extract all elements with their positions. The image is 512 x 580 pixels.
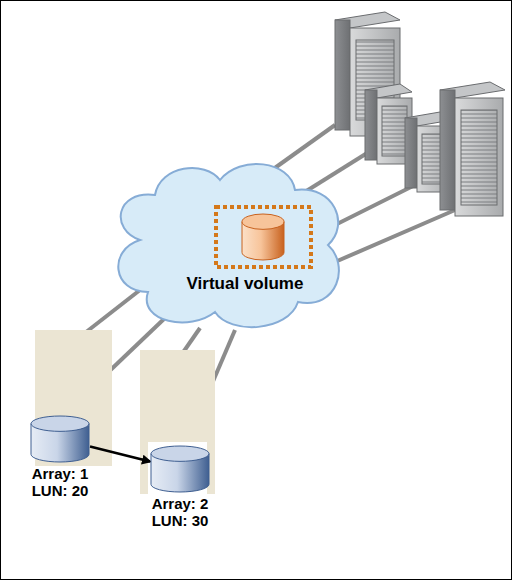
cloud-shape [100,150,350,335]
array-node: Array: 1 LUN: 20 [15,415,105,499]
server-group [335,12,505,216]
cloud-node: Virtual volume [100,150,350,335]
array-label: Array: 2 LUN: 30 [135,495,225,529]
lun-cylinder [30,415,90,463]
arrow-connector [90,447,150,462]
node-label: Virtual volume [150,274,340,294]
array-panel [140,442,148,494]
array-panel [140,350,215,442]
array-label: Array: 1 LUN: 20 [15,465,105,499]
lun-cylinder [150,445,210,493]
volume-cylinder [241,213,285,261]
array-node: Array: 2 LUN: 30 [135,445,225,529]
